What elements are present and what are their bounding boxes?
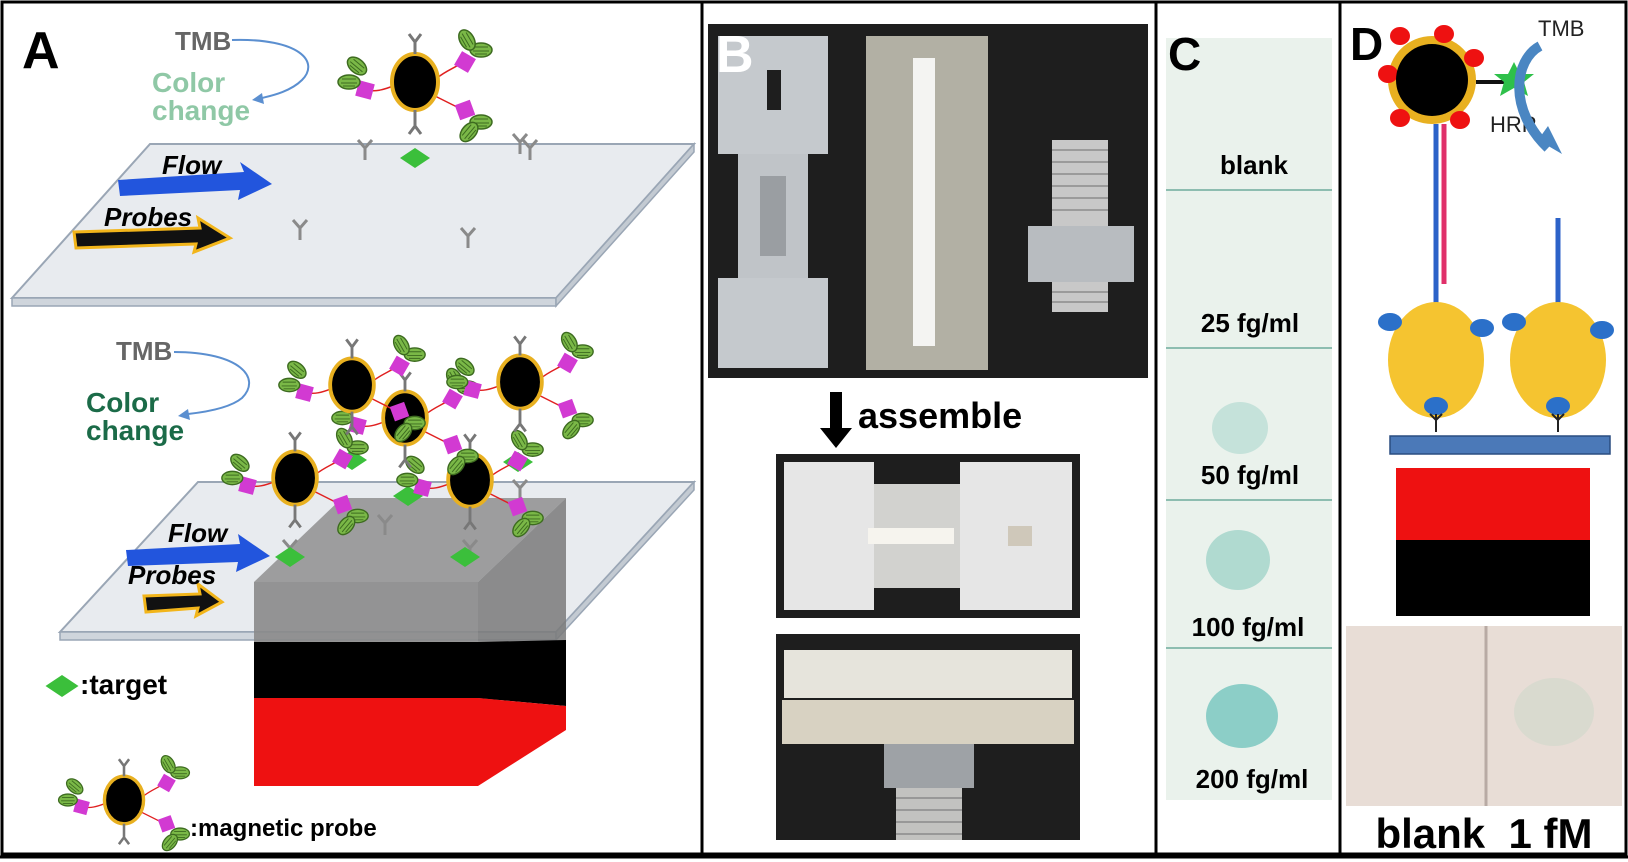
bottom-probes-arrow xyxy=(142,580,225,619)
top-tmb-label: TMB xyxy=(175,26,231,56)
bottom-flow-label: Flow xyxy=(168,518,229,548)
panel-b: B assemble xyxy=(708,24,1148,840)
assemble-arrow xyxy=(820,392,852,448)
magnet-red xyxy=(1396,468,1590,540)
panel-a: A TMB Color change Flow Probes xyxy=(9,22,697,853)
panel-a-letter: A xyxy=(22,22,60,80)
top-flow-label: Flow xyxy=(162,150,223,180)
bottom-change-label: change xyxy=(86,415,184,446)
top-probes-label: Probes xyxy=(104,202,192,232)
bottom-tmb-label: TMB xyxy=(116,336,172,366)
bottom-color-label: Color xyxy=(86,387,159,418)
top-tmb-arrow xyxy=(231,38,310,99)
legend-probe-icon xyxy=(59,753,190,853)
bottom-tmb-arrow xyxy=(173,351,251,415)
assemble-label: assemble xyxy=(858,395,1022,436)
cell-left xyxy=(1378,302,1494,418)
top-color-label: Color xyxy=(152,67,225,98)
test-spots xyxy=(1206,402,1278,748)
magnetic-probe-top xyxy=(338,27,492,145)
result-label: blank 1 fM xyxy=(1375,810,1592,857)
top-change-label: change xyxy=(152,95,250,126)
strip-label-3: 100 fg/ml xyxy=(1192,612,1305,642)
strip-label-0: blank xyxy=(1220,150,1288,180)
magnet-block xyxy=(254,498,566,786)
tmb-label-d: TMB xyxy=(1538,16,1584,41)
cell-right xyxy=(1502,302,1614,418)
legend-target-label: :target xyxy=(80,669,167,700)
magnet-black xyxy=(1396,540,1590,616)
top-flow-arrow xyxy=(118,162,272,200)
capture-surface xyxy=(1389,435,1611,455)
result-photo xyxy=(1346,626,1622,806)
strip-label-4: 200 fg/ml xyxy=(1196,764,1309,794)
bottom-flow-arrow xyxy=(126,534,270,572)
legend-probe-label: :magnetic probe xyxy=(190,815,377,842)
panel-b-letter: B xyxy=(716,26,754,84)
legend-target-icon xyxy=(45,675,79,697)
panel-c-letter: C xyxy=(1168,28,1201,80)
top-probes-arrow xyxy=(72,214,234,255)
enzyme-labelled-bead xyxy=(1378,25,1484,129)
substrate-arrow xyxy=(1514,41,1552,152)
panel-d: D HRP TMB xyxy=(1346,16,1622,857)
panel-c: C blank 25 fg/ml 50 fg/ml 100 fg/ml 200 … xyxy=(1166,28,1332,800)
strip-label-1: 25 fg/ml xyxy=(1201,308,1299,338)
strip-label-2: 50 fg/ml xyxy=(1201,460,1299,490)
panel-d-letter: D xyxy=(1350,18,1383,70)
bottom-probes-label: Probes xyxy=(128,560,216,590)
